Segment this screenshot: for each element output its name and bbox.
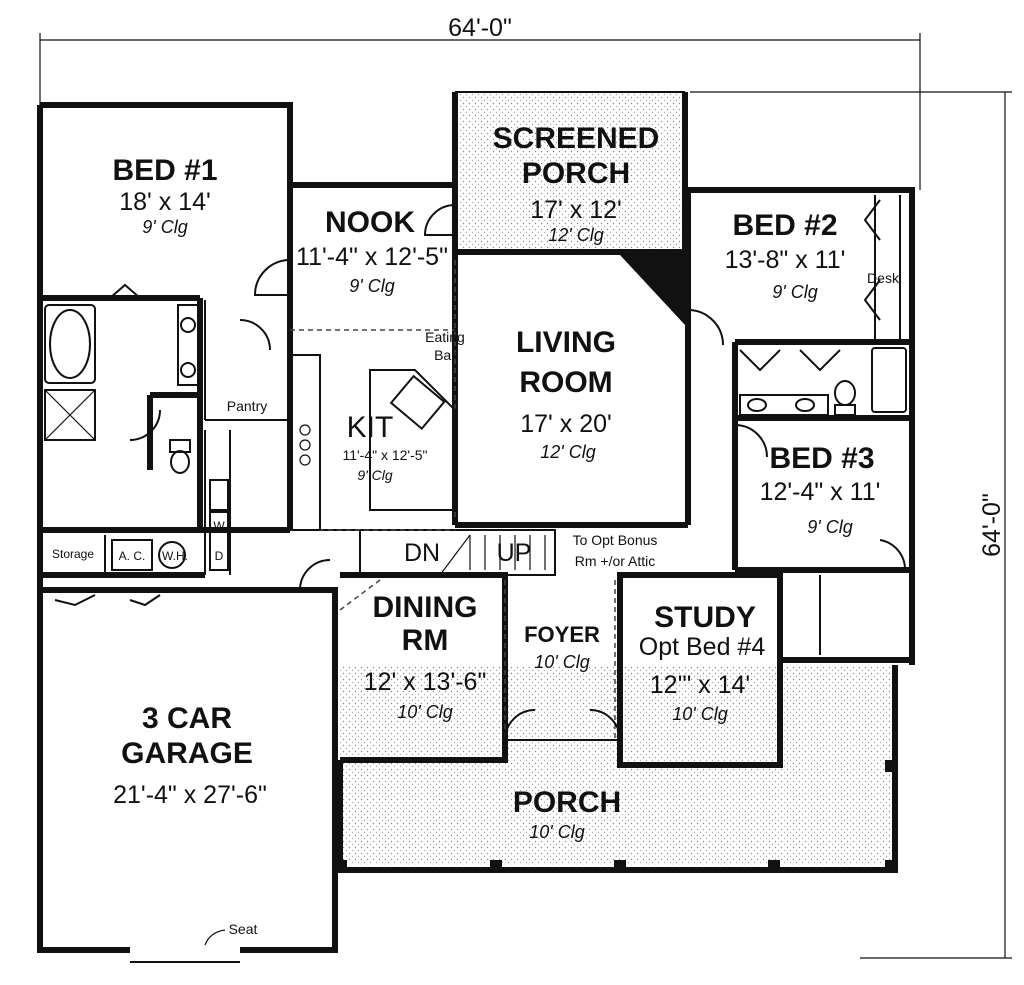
room-bed2: BED #2 13'-8" x 11' 9' Clg Desk xyxy=(725,209,900,302)
utility-area: Storage A. C. W.H. W D xyxy=(52,519,225,563)
stairs-note-2: Rm +/or Attic xyxy=(575,553,656,569)
living-ceiling: 12' Clg xyxy=(540,442,595,462)
wh-label: W.H. xyxy=(162,549,188,563)
porch-ceiling: 10' Clg xyxy=(529,822,584,842)
stair-treads xyxy=(439,534,546,576)
width-dimension: 64'-0" xyxy=(448,14,512,42)
bed2-ceiling: 9' Clg xyxy=(772,282,817,302)
kitchen-name: KIT xyxy=(347,411,394,444)
screened-porch-size: 17' x 12' xyxy=(530,196,622,224)
bed3-ceiling: 9' Clg xyxy=(807,517,852,537)
porch-posts xyxy=(335,760,897,872)
foyer-name: FOYER xyxy=(524,622,600,647)
dining-size: 12' x 13'-6" xyxy=(364,668,487,696)
screened-porch-name-1: SCREENED xyxy=(493,122,660,155)
bed3-name: BED #3 xyxy=(769,442,874,475)
living-name-1: LIVING xyxy=(516,326,616,359)
bed2-size: 13'-8" x 11' xyxy=(725,246,846,274)
garage-name-2: GARAGE xyxy=(121,737,253,770)
study-alt: Opt Bed #4 xyxy=(639,633,766,661)
room-nook: NOOK 11'-4" x 12'-5" 9' Clg xyxy=(296,206,448,296)
room-living: LIVING ROOM 17' x 20' 12' Clg xyxy=(516,326,616,462)
porch-name: PORCH xyxy=(513,786,621,819)
screened-porch-name-2: PORCH xyxy=(522,157,630,190)
dining-name-1: DINING xyxy=(373,591,478,624)
room-garage: 3 CAR GARAGE 21'-4" x 27'-6" Seat xyxy=(113,702,267,946)
room-dining: DINING RM 12' x 13'-6" 10' Clg xyxy=(364,591,487,722)
fixtures xyxy=(44,195,907,655)
dryer-label: D xyxy=(215,549,224,563)
bed1-ceiling: 9' Clg xyxy=(142,217,187,237)
garage-name-1: 3 CAR xyxy=(142,702,232,735)
nook-name: NOOK xyxy=(325,206,415,239)
ac-label: A. C. xyxy=(119,549,146,563)
dimension-lines xyxy=(39,33,1012,959)
room-bed1: BED #1 18' x 14' 9' Clg xyxy=(112,154,217,237)
depth-dimension: 64'-0" xyxy=(978,493,1006,557)
bed2-name: BED #2 xyxy=(732,209,837,242)
storage-label: Storage xyxy=(52,547,94,561)
room-study: STUDY Opt Bed #4 12'" x 14' 10' Clg xyxy=(639,601,766,724)
stairs-down: DN xyxy=(404,539,440,567)
pantry-label: Pantry xyxy=(227,398,267,414)
bed1-size: 18' x 14' xyxy=(119,188,211,216)
living-size: 17' x 20' xyxy=(520,410,612,438)
study-ceiling: 10' Clg xyxy=(672,704,727,724)
stairs-up: UP xyxy=(497,539,532,567)
washer-label: W xyxy=(213,519,225,533)
bed3-size: 12'-4" x 11' xyxy=(760,478,881,506)
walls xyxy=(37,91,915,963)
eating-bar-label-1: Eating xyxy=(425,329,465,345)
living-name-2: ROOM xyxy=(519,366,612,399)
eating-bar-label-2: Bar xyxy=(434,347,456,363)
garage-seat: Seat xyxy=(229,921,258,937)
screened-porch-floor xyxy=(455,92,685,252)
stairs: DN UP To Opt Bonus Rm +/or Attic xyxy=(404,532,657,569)
study-size: 12'" x 14' xyxy=(650,671,750,699)
kitchen-size: 11'-4" x 12'-5" xyxy=(342,447,427,463)
room-kitchen: KIT 11'-4" x 12'-5" 9' Clg Eating Bar Pa… xyxy=(227,329,465,483)
room-foyer: FOYER 10' Clg xyxy=(524,622,600,672)
study-name: STUDY xyxy=(654,601,756,634)
kitchen-ceiling: 9' Clg xyxy=(357,467,393,483)
foyer-ceiling: 10' Clg xyxy=(534,652,589,672)
dining-ceiling: 10' Clg xyxy=(397,702,452,722)
dining-name-2: RM xyxy=(402,624,449,657)
bed2-desk: Desk xyxy=(867,270,900,286)
room-bed3: BED #3 12'-4" x 11' 9' Clg xyxy=(760,442,881,537)
room-porch: PORCH 10' Clg xyxy=(513,786,621,842)
nook-size: 11'-4" x 12'-5" xyxy=(296,243,448,271)
screened-porch-ceiling: 12' Clg xyxy=(548,225,603,245)
door-swings xyxy=(54,199,907,741)
nook-ceiling: 9' Clg xyxy=(349,276,394,296)
garage-size: 21'-4" x 27'-6" xyxy=(113,781,267,809)
bed1-name: BED #1 xyxy=(112,154,217,187)
stairs-note-1: To Opt Bonus xyxy=(573,532,658,548)
room-screened-porch: SCREENED PORCH 17' x 12' 12' Clg xyxy=(493,122,660,245)
